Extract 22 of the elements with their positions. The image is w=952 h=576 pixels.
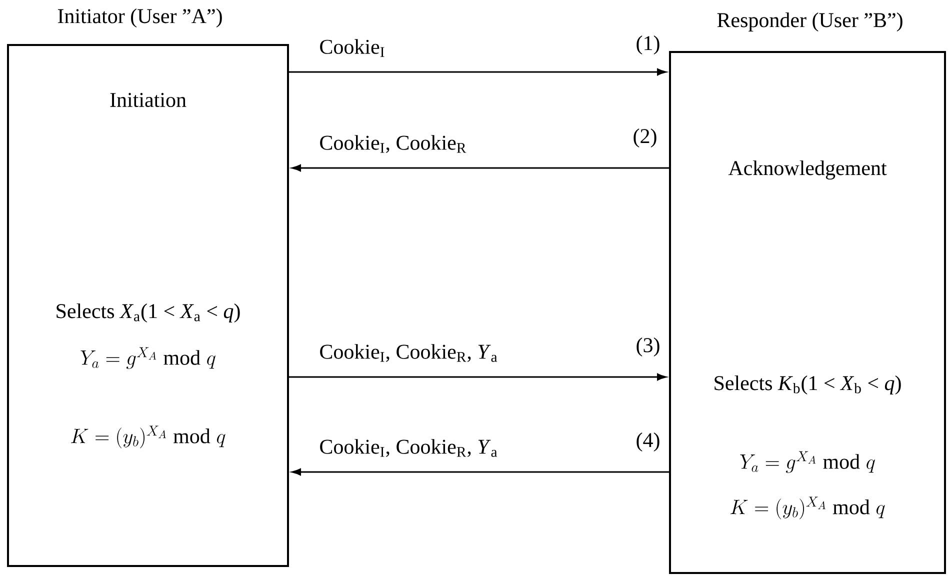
formula: $K = (y_b)^{X_A} \bmod q$ (730, 496, 885, 520)
step-number: (3) (636, 337, 660, 357)
step-number: (4) (636, 432, 660, 452)
edge-label: Cookie$_{I}$, Cookie$_{R}$ (318, 134, 468, 154)
arrow (289, 374, 666, 380)
edge-label: Cookie$_{I}$ (318, 38, 386, 58)
box-text: Initiation (110, 92, 186, 108)
box-heading: Initiator (User ”A”) (58, 8, 222, 28)
edge-label: Cookie$_{I}$, Cookie$_{R}$, Y$_{a}$ (318, 343, 499, 363)
step-number: (2) (634, 128, 656, 148)
formula: $Y_a = g^{X_A} \bmod q$ (740, 451, 875, 473)
formula: $K = (y_b)^{X_A} \bmod q$ (71, 426, 226, 448)
box-heading: Responder (User ”B”) (717, 12, 902, 32)
box-text: Acknowledgement (728, 160, 887, 180)
arrow (289, 68, 666, 76)
edge-label: Cookie$_{I}$, Cookie$_{R}$, Y$_{a}$ (318, 438, 499, 458)
formula: $Y_a = g^{X_A} \bmod q$ (80, 347, 216, 369)
arrow (292, 468, 669, 476)
box-text: Selects X$_{a}$(1 < X$_{a}$ < q) (56, 303, 240, 323)
step-number: (1) (636, 35, 660, 55)
arrow (292, 164, 669, 172)
box-text: Selects K$_{b}$(1 < X$_{b}$ < q) (714, 375, 901, 395)
